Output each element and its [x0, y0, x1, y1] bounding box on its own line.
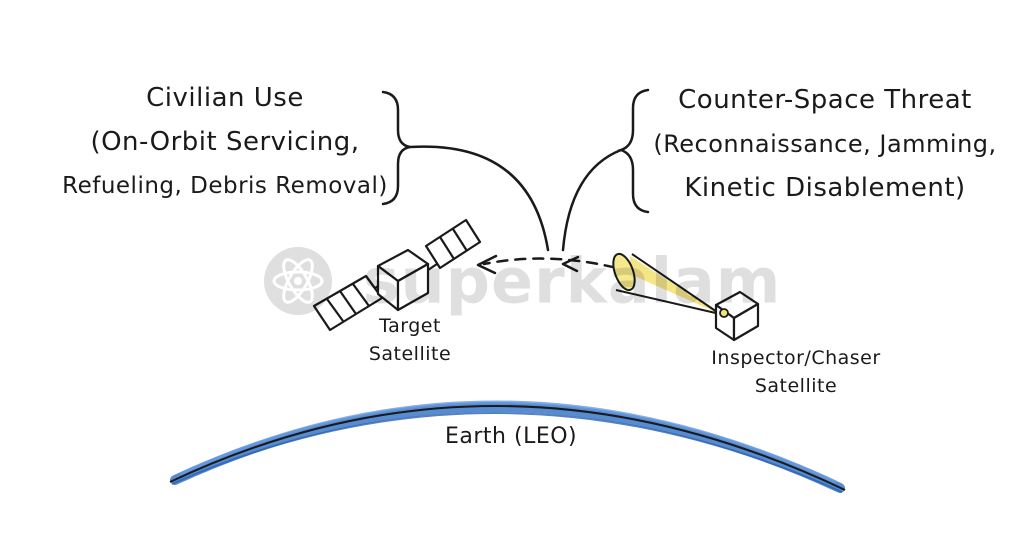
inspector-satellite-icon [612, 252, 760, 342]
sensor-cone-outline [615, 253, 721, 315]
inspector-label-line-1: Inspector/Chaser [711, 347, 881, 369]
target-bus [376, 248, 430, 312]
civilian-line-2: (On-Orbit Servicing, [90, 127, 360, 157]
threat-connector [561, 148, 623, 252]
target-satellite-label: Target Satellite [345, 312, 475, 368]
target-label-line-2: Satellite [368, 343, 452, 365]
sensor-cone [612, 256, 720, 314]
civilian-title: Civilian Use [146, 83, 304, 113]
trajectory-arrowhead [476, 254, 498, 275]
counter-space-threat-label: Counter-Space Threat (Reconnaissance, Ja… [640, 78, 1010, 210]
inspector-sensor-lens [719, 308, 729, 318]
civilian-connector [408, 145, 550, 252]
target-satellite-icon [312, 218, 482, 332]
threat-title: Counter-Space Threat [678, 85, 972, 115]
earth-label: Earth (LEO) [445, 424, 578, 449]
sensor-cone-opening [612, 252, 636, 292]
civilian-line-3: Refueling, Debris Removal) [62, 173, 388, 199]
watermark-text: superkalam [362, 244, 782, 318]
watermark: superkalam [262, 240, 781, 317]
earth-limb [169, 400, 846, 493]
inspector-satellite-label: Inspector/Chaser Satellite [696, 344, 896, 400]
target-right-solar-panel [424, 218, 482, 270]
atom-logo-icon [264, 246, 332, 315]
inspector-label-line-2: Satellite [754, 375, 838, 397]
civilian-use-label: Civilian Use (On-Orbit Servicing, Refuel… [55, 76, 395, 208]
threat-line-3: Kinetic Disablement) [684, 173, 966, 203]
target-label-line-1: Target [379, 315, 441, 337]
trajectory-mid-arrow [561, 255, 580, 273]
threat-line-2: (Reconnaissance, Jamming, [653, 130, 997, 158]
